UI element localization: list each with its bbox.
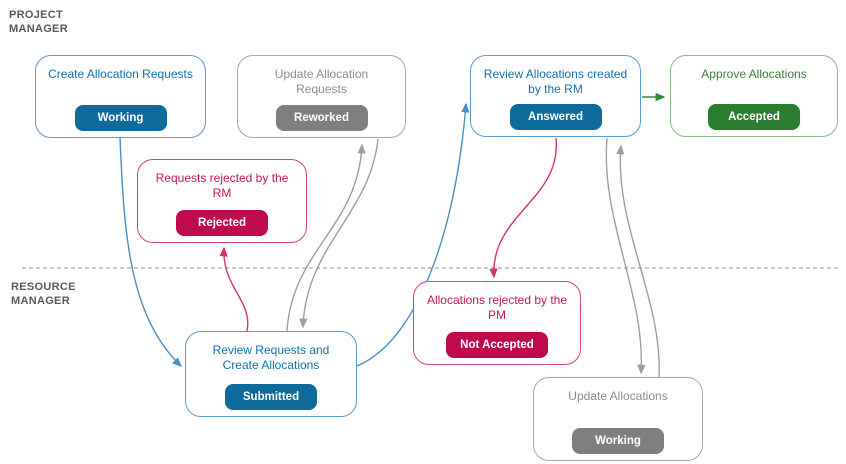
lane-label-resource-manager: RESOURCE MANAGER [11, 281, 76, 307]
node-title: Approve Allocations [701, 67, 807, 81]
status-badge: Reworked [275, 105, 368, 131]
node-title: Review Requests and Create Allocations [212, 343, 330, 372]
node-review-requests-and-create-allocations[interactable]: Review Requests and Create Allocations S… [185, 331, 357, 417]
node-approve-allocations[interactable]: Approve Allocations Accepted [670, 55, 838, 137]
status-badge: Answered [509, 104, 602, 130]
node-review-allocations-created-by-the-rm[interactable]: Review Allocations created by the RM Ans… [470, 55, 641, 137]
status-badge: Working [74, 105, 167, 131]
node-update-allocations[interactable]: Update Allocations Working [533, 377, 703, 461]
edge-create-to-review-requests [119, 137, 183, 367]
node-create-allocation-requests[interactable]: Create Allocation Requests Working [35, 55, 206, 138]
edge-update-allocations-to-review-allocations [616, 144, 660, 378]
lane-label-project-manager: PROJECT MANAGER [9, 9, 68, 35]
node-update-allocation-requests[interactable]: Update Allocation Requests Reworked [237, 55, 406, 138]
edge-review-allocations-to-update-allocations [605, 137, 646, 375]
status-badge: Not Accepted [446, 332, 548, 358]
node-title: Allocations rejected by the PM [426, 293, 568, 322]
node-title: Update Allocations [568, 389, 668, 403]
node-requests-rejected-by-the-rm[interactable]: Requests rejected by the RM Rejected [137, 159, 307, 243]
status-badge: Submitted [225, 384, 317, 410]
edge-review-allocations-to-allocations-rejected [489, 137, 557, 279]
node-allocations-rejected-by-the-pm[interactable]: Allocations rejected by the PM Not Accep… [413, 281, 581, 365]
status-badge: Accepted [708, 104, 800, 130]
node-title: Review Allocations created by the RM [483, 67, 628, 96]
status-badge: Working [572, 428, 664, 454]
node-title: Requests rejected by the RM [155, 171, 289, 200]
edge-update-requests-to-review-requests [299, 138, 379, 329]
edge-review-requests-to-update-requests [286, 143, 366, 332]
edge-review-requests-to-requests-rejected [219, 246, 249, 332]
node-title: Create Allocation Requests [48, 67, 193, 81]
status-badge: Rejected [176, 210, 268, 236]
edge-review-requests-to-review-allocations [356, 102, 470, 367]
node-title: Update Allocation Requests [274, 67, 369, 96]
